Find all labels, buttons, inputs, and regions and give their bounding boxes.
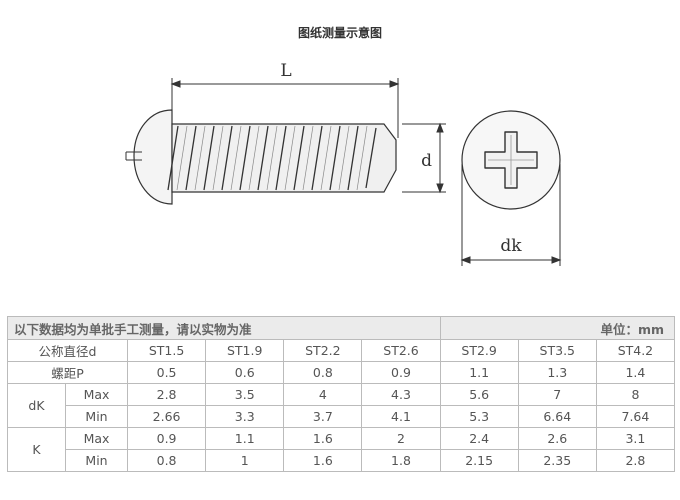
- table-row-k-min: Min 0.8 1 1.6 1.8 2.15 2.35 2.8: [8, 449, 676, 472]
- screw-threads: [167, 125, 377, 191]
- size-cell: ST2.6: [361, 339, 441, 362]
- pitch-cell: 1.3: [517, 361, 597, 384]
- k-min-cell: 2.8: [595, 449, 676, 472]
- pitch-cell: 1.1: [439, 361, 519, 384]
- dk-max-cell: 4.3: [361, 383, 441, 406]
- pitch-cell: 1.4: [595, 361, 676, 384]
- dk-max-cell: 3.5: [205, 383, 285, 406]
- k-max-cell: 1.1: [205, 427, 285, 450]
- screw-shank: [171, 123, 397, 193]
- row-sublabel-max: Max: [65, 427, 128, 450]
- dimension-l: [170, 78, 400, 138]
- size-cell: ST1.5: [126, 339, 207, 362]
- dk-min-cell: 4.1: [361, 405, 441, 428]
- table-unit: 单位：mm: [439, 316, 676, 340]
- k-min-cell: 1.8: [361, 449, 441, 472]
- screw-diagram: L d dk: [125, 61, 562, 266]
- k-max-cell: 1.6: [283, 427, 363, 450]
- row-label-diameter: 公称直径d: [7, 339, 128, 362]
- dk-min-cell: 5.3: [439, 405, 519, 428]
- row-label-pitch: 螺距P: [7, 361, 128, 384]
- row-label-k: K: [7, 427, 66, 472]
- dk-max-cell: 4: [283, 383, 363, 406]
- k-min-cell: 2.15: [439, 449, 519, 472]
- row-sublabel-min: Min: [65, 405, 128, 428]
- pitch-cell: 0.9: [361, 361, 441, 384]
- dimension-dk-label: dk: [500, 236, 522, 256]
- dimension-d: [402, 122, 446, 194]
- size-cell: ST3.5: [517, 339, 597, 362]
- dk-min-cell: 3.7: [283, 405, 363, 428]
- table-row-dk-min: Min 2.66 3.3 3.7 4.1 5.3 6.64 7.64: [8, 405, 676, 428]
- k-min-cell: 1: [205, 449, 285, 472]
- k-max-cell: 3.1: [595, 427, 676, 450]
- row-label-dk: dK: [7, 383, 66, 428]
- pitch-cell: 0.8: [283, 361, 363, 384]
- pitch-cell: 0.5: [126, 361, 207, 384]
- k-max-cell: 2: [361, 427, 441, 450]
- dk-max-cell: 2.8: [126, 383, 207, 406]
- dimension-l-label: L: [280, 61, 291, 81]
- dimension-dk: [460, 164, 562, 266]
- dk-min-cell: 6.64: [517, 405, 597, 428]
- row-sublabel-min: Min: [65, 449, 128, 472]
- k-min-cell: 0.8: [126, 449, 207, 472]
- k-min-cell: 1.6: [283, 449, 363, 472]
- spec-table: 以下数据均为单批手工测量，请以实物为准 单位：mm 公称直径d ST1.5 ST…: [7, 316, 676, 472]
- k-max-cell: 0.9: [126, 427, 207, 450]
- dk-min-cell: 7.64: [595, 405, 676, 428]
- screw-head: [133, 109, 173, 205]
- dk-min-cell: 2.66: [126, 405, 207, 428]
- size-cell: ST2.2: [283, 339, 363, 362]
- table-row-k-max: K Max 0.9 1.1 1.6 2 2.4 2.6 3.1: [7, 427, 676, 472]
- k-max-cell: 2.4: [439, 427, 519, 450]
- row-sublabel-max: Max: [65, 383, 128, 406]
- pitch-cell: 0.6: [205, 361, 285, 384]
- dimension-d-label: d: [421, 151, 432, 171]
- table-note: 以下数据均为单批手工测量，请以实物为准: [7, 316, 441, 340]
- dk-max-cell: 5.6: [439, 383, 519, 406]
- table-row-pitch: 螺距P 0.5 0.6 0.8 0.9 1.1 1.3 1.4: [7, 361, 676, 384]
- dk-max-cell: 8: [595, 383, 676, 406]
- dk-max-cell: 7: [517, 383, 597, 406]
- size-cell: ST4.2: [595, 339, 676, 362]
- dk-min-cell: 3.3: [205, 405, 285, 428]
- table-note-row: 以下数据均为单批手工测量，请以实物为准 单位：mm: [7, 316, 676, 340]
- table-row-sizes: 公称直径d ST1.5 ST1.9 ST2.2 ST2.6 ST2.9 ST3.…: [7, 339, 676, 362]
- size-cell: ST2.9: [439, 339, 519, 362]
- k-max-cell: 2.6: [517, 427, 597, 450]
- page-title: 图纸测量示意图: [297, 26, 382, 40]
- table-row-dk-max: dK Max 2.8 3.5 4 4.3 5.6 7 8: [7, 383, 676, 428]
- size-cell: ST1.9: [205, 339, 285, 362]
- k-min-cell: 2.35: [517, 449, 597, 472]
